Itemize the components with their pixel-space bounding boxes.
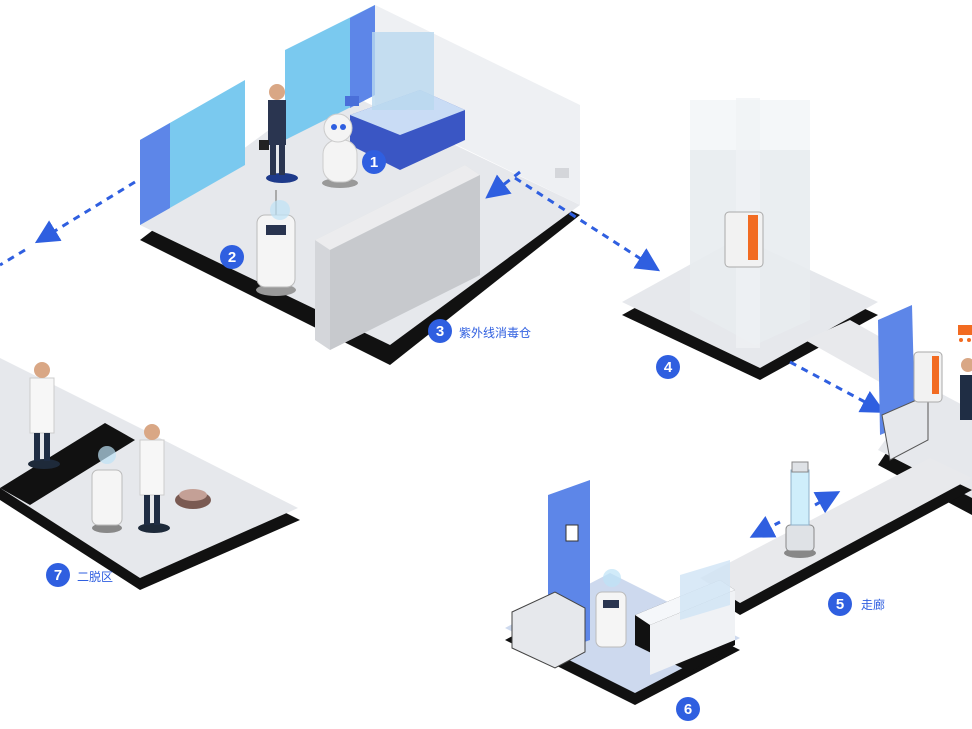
waste-bin — [175, 489, 211, 509]
corridor — [700, 458, 972, 615]
zone-label-3: 紫外线消毒仓 — [459, 326, 532, 340]
flow-arrow-left-tail — [0, 248, 26, 267]
bench — [881, 394, 929, 461]
bedside-table — [511, 591, 586, 669]
zone-label-5: 走廊 — [861, 598, 886, 612]
monitor-icon — [345, 96, 359, 106]
delivery-robot-2 — [913, 351, 943, 403]
patient-ward — [505, 480, 740, 705]
zone-badge-3: 3 — [428, 319, 452, 343]
zone-badge-2: 2 — [220, 245, 244, 269]
uv-disinfection-robot — [784, 461, 816, 558]
disinfection-robot — [256, 190, 296, 296]
shopping-cart-icon — [958, 325, 972, 342]
doffing-zone — [0, 358, 300, 590]
zone-badge-6: 6 — [676, 697, 700, 721]
flow-arrow-corridor-right — [813, 491, 841, 514]
doctor-figure-1 — [28, 362, 60, 469]
zone-badge-4: 4 — [656, 355, 680, 379]
zone-badge-1: 1 — [362, 150, 386, 174]
zone-badge-7: 7 — [46, 563, 70, 587]
staff-figure — [259, 84, 298, 183]
flow-arrow-left — [34, 180, 136, 244]
glass-panel — [372, 32, 434, 110]
reception-robot — [322, 113, 358, 188]
zone-label-7: 二脱区 — [77, 570, 114, 584]
transfer-room — [622, 98, 878, 380]
flow-arrow-to-4 — [514, 176, 661, 272]
doffing-robot — [91, 446, 123, 533]
id-card-icon — [565, 524, 579, 542]
flow-arrow-in — [485, 170, 521, 199]
doctor-figure-2 — [138, 424, 170, 533]
zone-badge-5: 5 — [828, 592, 852, 616]
hospital-bed — [635, 560, 735, 675]
door — [878, 305, 915, 435]
flow-arrow-to-ward — [789, 360, 886, 413]
wall-sensor — [555, 168, 569, 178]
ward-disinfection-robot — [595, 569, 627, 648]
delivery-robot — [724, 211, 764, 268]
reception-room — [140, 5, 580, 365]
nurse-figure — [960, 358, 972, 420]
flow-arrow-corridor-left — [749, 516, 781, 538]
